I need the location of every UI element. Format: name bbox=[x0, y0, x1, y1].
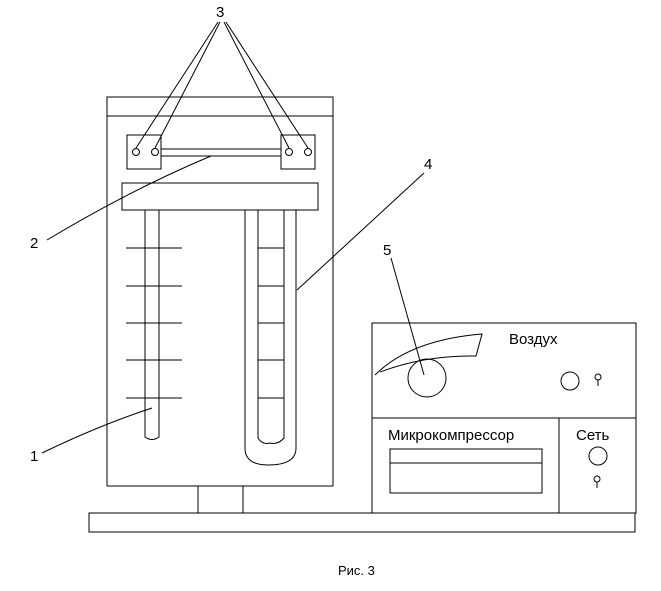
electrode-contact bbox=[151, 148, 159, 156]
compressor-label: Микрокомпрессор bbox=[388, 427, 514, 444]
air-indicator-lamp bbox=[560, 371, 580, 391]
air-label: Воздух bbox=[509, 331, 558, 348]
base-plate bbox=[88, 512, 636, 533]
leader-1 bbox=[41, 407, 153, 454]
housing-body bbox=[106, 96, 334, 487]
mains-switch-head[interactable] bbox=[593, 475, 601, 483]
mains-label: Сеть bbox=[576, 427, 610, 444]
tube-holder-bar bbox=[121, 182, 319, 211]
air-switch-head[interactable] bbox=[594, 373, 602, 381]
microcompressor-unit: Воздух Микрокомпрессор Сеть bbox=[371, 322, 637, 514]
callout-3: 3 bbox=[216, 4, 224, 21]
electrode-contact bbox=[132, 148, 140, 156]
measuring-tube-outline bbox=[144, 210, 160, 440]
leader-4 bbox=[296, 172, 425, 291]
measuring-tube bbox=[126, 210, 182, 440]
connecting-bridge bbox=[160, 148, 282, 157]
electrode-block-right bbox=[280, 134, 316, 170]
callout-leaders bbox=[41, 21, 425, 454]
callout-4: 4 bbox=[424, 156, 432, 173]
main-housing bbox=[106, 96, 334, 487]
figure-caption: Рис. 3 bbox=[338, 563, 375, 578]
mains-indicator-lamp bbox=[588, 446, 608, 466]
callout-2: 2 bbox=[30, 235, 38, 252]
u-tube-scale bbox=[258, 247, 284, 399]
air-dial-scale bbox=[374, 333, 483, 376]
callout-1: 1 bbox=[30, 448, 38, 465]
stand-post bbox=[197, 485, 244, 514]
u-tube bbox=[244, 210, 297, 466]
measuring-scale bbox=[126, 247, 182, 399]
callout-5: 5 bbox=[383, 242, 391, 259]
electrode-contact bbox=[304, 148, 312, 156]
air-regulator-knob[interactable] bbox=[407, 358, 447, 398]
leader-3 bbox=[135, 21, 219, 149]
leader-5 bbox=[390, 257, 425, 376]
u-tube-outer bbox=[244, 210, 297, 466]
electrode-assembly bbox=[126, 134, 316, 170]
electrode-contact bbox=[285, 148, 293, 156]
compressor-window bbox=[389, 448, 543, 494]
u-tube-inner bbox=[257, 210, 285, 444]
leader-2 bbox=[46, 155, 212, 241]
leader-3 bbox=[154, 21, 221, 149]
leader-3 bbox=[223, 21, 290, 149]
leader-3 bbox=[225, 21, 309, 149]
